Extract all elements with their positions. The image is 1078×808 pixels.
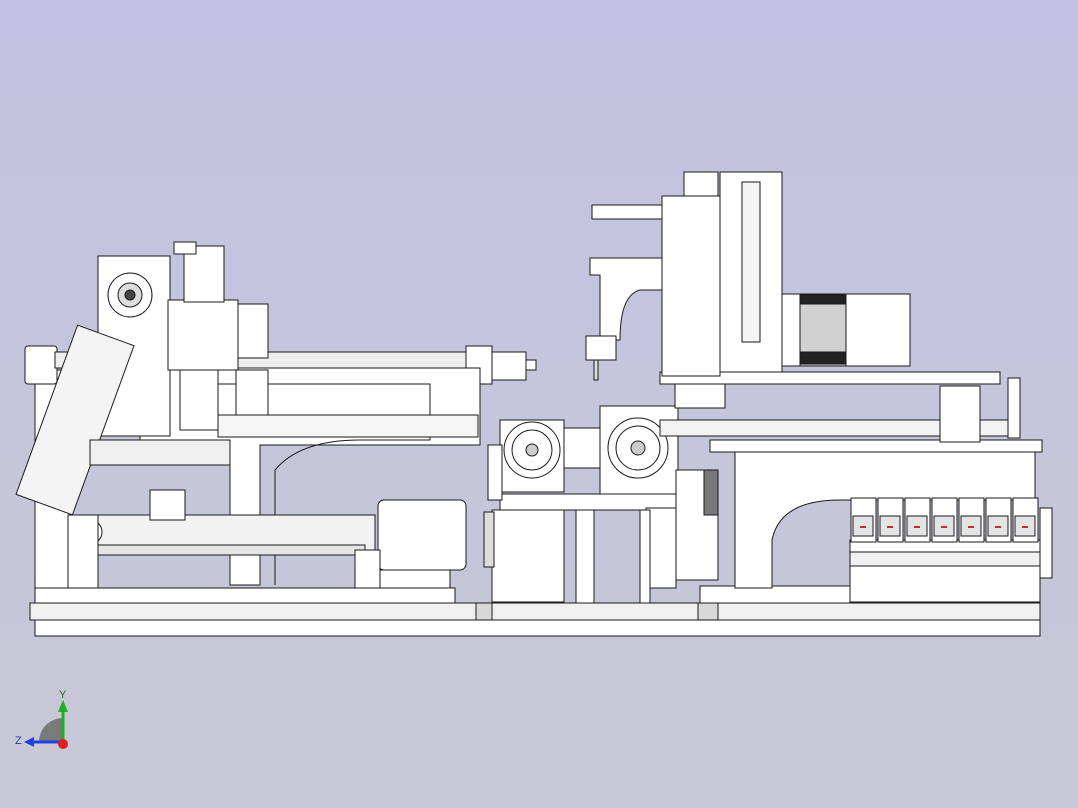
mid-wheel-left-hub	[525, 443, 539, 457]
valve-port-row	[849, 551, 1041, 567]
right-stepper-band-bottom	[799, 351, 847, 365]
right-slider	[674, 383, 726, 409]
mid-right-motor-shade	[703, 469, 719, 516]
triad-z-label: Z	[15, 735, 22, 747]
base-joint-1	[475, 602, 493, 621]
valve-bank	[849, 497, 1053, 603]
right-table	[709, 439, 1043, 453]
left-tilted-panel	[15, 324, 135, 516]
left-motor-cap	[24, 345, 58, 385]
mid-stepper-face	[483, 511, 495, 568]
right-top-cap	[683, 171, 719, 197]
valve-2	[877, 497, 904, 543]
left-lower-block	[149, 489, 186, 521]
base-plate-bottom	[34, 619, 1041, 637]
triad-z-arrow	[24, 737, 34, 747]
base-frame	[29, 585, 1041, 637]
right-top-arm	[591, 204, 663, 220]
left-post	[354, 549, 381, 589]
valve-1	[850, 497, 877, 543]
left-guide-channel	[89, 439, 231, 466]
left-carriage-side	[237, 303, 269, 359]
left-lower-rail	[94, 514, 376, 551]
mid-right-post	[645, 507, 677, 589]
mid-wheel-right-hub	[630, 440, 646, 456]
left-rail-pin	[525, 359, 537, 371]
left-inner-upright	[67, 514, 99, 589]
right-belt	[741, 181, 761, 343]
valve-3	[904, 497, 931, 543]
triad-quarter-disc	[39, 718, 63, 742]
left-motor	[377, 499, 467, 571]
view-triad: Y Z	[15, 689, 68, 749]
right-top-rail	[659, 371, 1001, 385]
left-rack	[217, 414, 479, 438]
middle-module	[483, 405, 719, 604]
valve-7	[1012, 497, 1039, 543]
left-arch-opening	[180, 383, 431, 585]
right-arch-frame	[734, 451, 1036, 589]
base-plate-mid	[491, 602, 699, 621]
left-gripper	[235, 369, 269, 416]
triad-y-label: Y	[59, 689, 67, 701]
left-carriage-plate	[167, 299, 239, 371]
right-module	[585, 171, 1043, 589]
left-module	[15, 241, 537, 589]
mid-leg-2	[639, 509, 651, 604]
triad-x-dot	[58, 739, 68, 749]
mid-gear-coupler	[563, 427, 601, 469]
valve-4	[931, 497, 958, 543]
right-block-a	[939, 385, 981, 443]
left-slide-block	[179, 369, 219, 431]
right-probe	[593, 359, 599, 381]
mid-stepper	[491, 509, 565, 603]
triad-y-arrow	[58, 700, 68, 712]
left-top-bracket	[183, 245, 225, 303]
right-vertical-slider	[661, 195, 721, 377]
valve-manifold	[849, 539, 1041, 603]
mid-leg-1	[575, 509, 595, 604]
left-rail-end-cap	[491, 351, 527, 381]
valve-end-plate	[1039, 507, 1053, 579]
right-probe-plate	[585, 335, 617, 361]
mid-left-housing	[487, 444, 503, 501]
left-motor-base	[379, 569, 451, 589]
left-lower-rod	[94, 544, 366, 556]
base-plate-right	[717, 602, 1041, 621]
valve-5	[958, 497, 985, 543]
left-pulley-hub	[124, 289, 136, 301]
base-rail-right	[699, 585, 851, 604]
left-top-pin	[173, 241, 197, 255]
valve-6	[985, 497, 1012, 543]
right-stepper-band-top	[799, 293, 847, 305]
right-block-b	[1007, 377, 1021, 439]
base-rail-left	[34, 587, 456, 604]
base-joint-2	[697, 602, 719, 621]
base-plate-left	[29, 602, 477, 621]
